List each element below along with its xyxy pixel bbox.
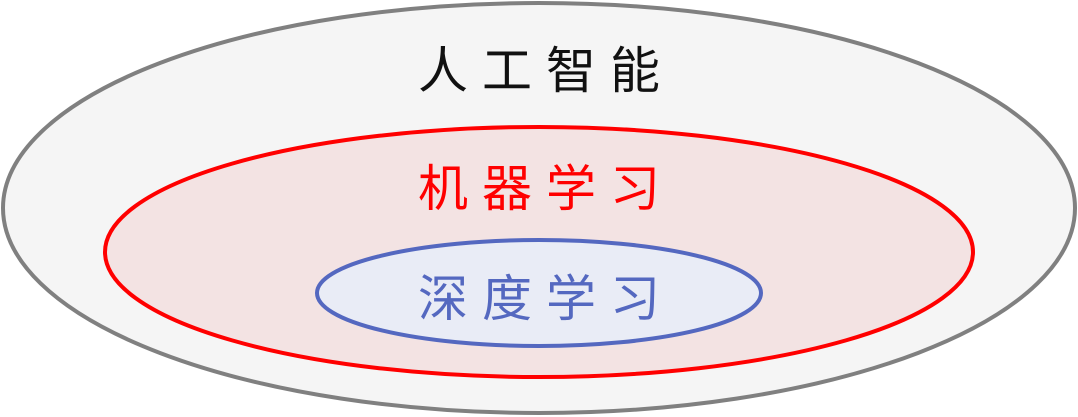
ai-label: 人工智能	[418, 42, 674, 100]
deep-learning-ellipse	[315, 238, 763, 348]
machine-learning-label: 机器学习	[418, 160, 674, 218]
deep-learning-label: 深度学习	[418, 270, 674, 328]
